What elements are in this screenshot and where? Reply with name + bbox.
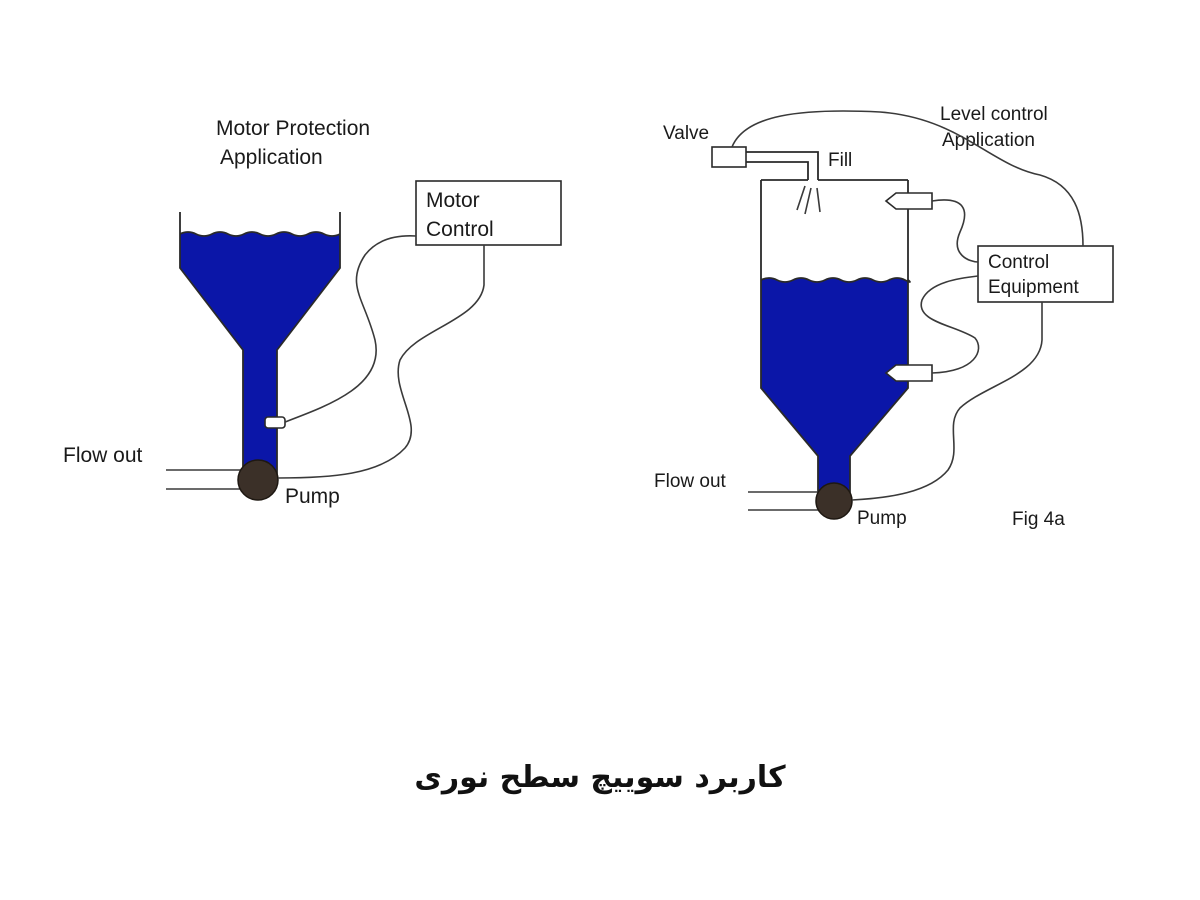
fill-label: Fill [828,150,852,171]
pump-label-left: Pump [285,485,340,508]
motor-protection-panel: Motor Protection Application Flow out Pu… [63,117,562,508]
level-control-title-line2: Application [942,130,1035,151]
motor-control-box [415,180,562,246]
motor-control-label-line2: Control [426,218,494,241]
sensor-wire-left [284,235,417,423]
pump-wire-right [851,302,1043,501]
low-sensor-wire [920,275,980,374]
flow-out-label-right: Flow out [654,471,727,492]
level-sensor-high [884,192,933,210]
control-equipment-label-line1: Control [988,252,1049,273]
control-equipment-box [977,245,1114,303]
valve-wire [731,110,1084,247]
fill-spray [796,185,821,215]
caption: کاربرد سوییچ سطح نوری [414,760,786,795]
hopper-liquid-surface [179,231,341,237]
hopper-outline [179,212,341,476]
tank-outline [760,179,909,496]
level-sensor-left [264,416,286,429]
control-equipment-label-line2: Equipment [988,277,1080,298]
motor-protection-title-line1: Motor Protection [216,117,370,140]
flow-out-label-left: Flow out [63,444,143,467]
pump-label-right: Pump [857,508,907,529]
valve-label: Valve [663,123,709,144]
pump-wire-left [277,245,485,479]
valve [711,146,747,168]
high-sensor-wire [931,199,979,263]
fill-pipe [746,151,819,180]
tank-liquid [761,278,910,496]
level-control-title-line1: Level control [940,104,1048,125]
pump-right [815,482,853,520]
hopper-liquid [180,232,340,476]
level-control-panel: Level control Application Valve Fill Flo… [654,104,1114,530]
pump-left [237,459,279,501]
motor-protection-title-line2: Application [220,146,323,169]
level-sensor-low [884,364,933,382]
motor-control-label-line1: Motor [426,189,480,212]
tank-liquid-surface [760,277,911,283]
fig-label: Fig 4a [1012,509,1065,530]
